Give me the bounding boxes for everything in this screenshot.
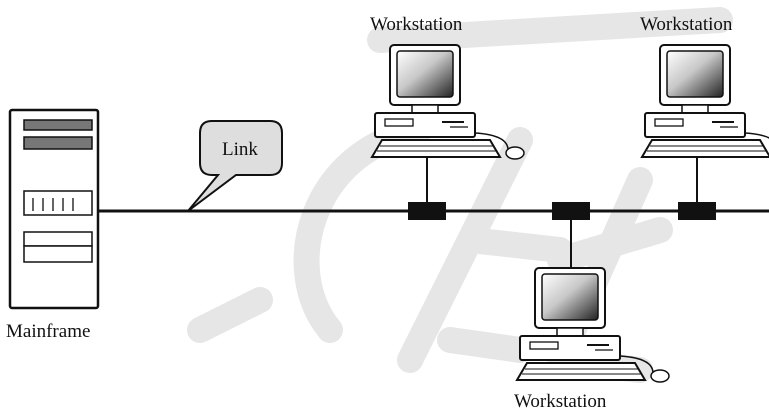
- link-callout: [187, 120, 283, 212]
- workstation-icon-3: [641, 44, 769, 160]
- workstation-label-2: Workstation: [514, 391, 607, 412]
- tap-connector-3: [678, 202, 716, 220]
- tap-connector-2: [552, 202, 590, 220]
- mainframe-icon: [8, 108, 100, 310]
- tap-connector-1: [408, 202, 446, 220]
- workstation-icon-1: [371, 44, 525, 160]
- link-label: Link: [222, 139, 258, 160]
- workstation-label-3: Workstation: [640, 14, 733, 35]
- workstation-label-1: Workstation: [370, 14, 463, 35]
- mainframe-label: Mainframe: [6, 321, 90, 342]
